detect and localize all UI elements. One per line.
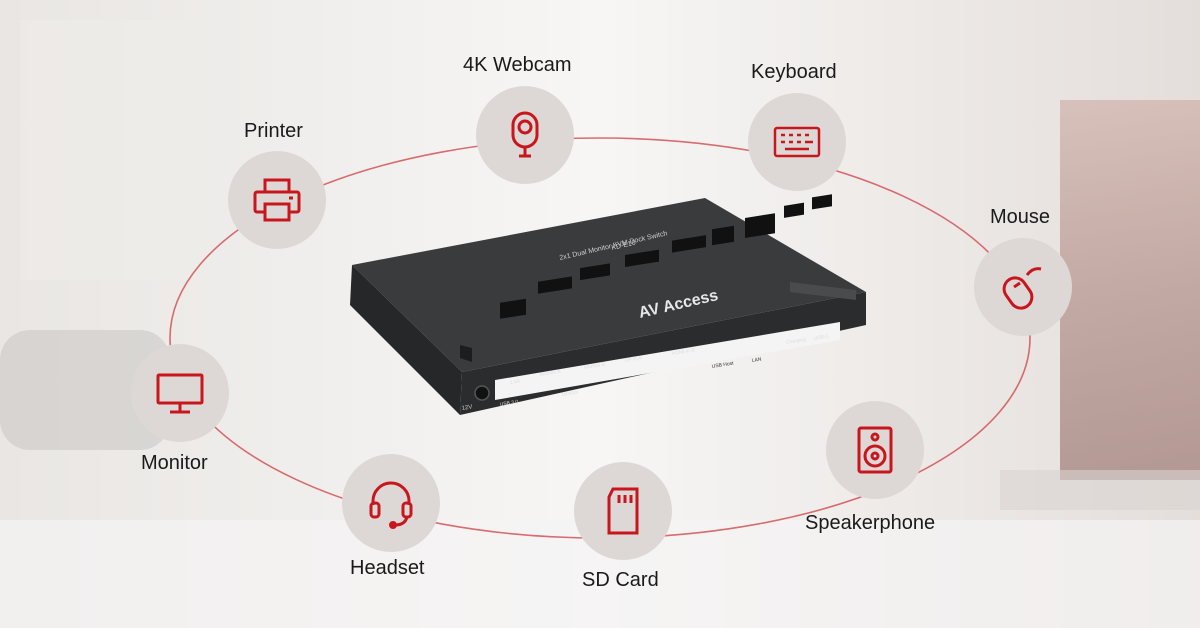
- port-label-usb-rate: 1.5A: [509, 378, 521, 386]
- port-label-dp-in: DP In A: [624, 355, 642, 364]
- headset-label: Headset: [350, 557, 425, 579]
- keyboard-label: Keyboard: [751, 61, 837, 83]
- printer-node: [228, 151, 326, 249]
- monitor-icon: [156, 373, 204, 414]
- mouse-label: Mouse: [990, 206, 1051, 228]
- speaker-icon: [857, 426, 893, 474]
- monitor-label: Monitor: [141, 452, 208, 474]
- mouse-node: [974, 238, 1072, 336]
- sd-card-node: [574, 462, 672, 560]
- port-label-charging: Charging: [785, 337, 806, 346]
- port-label-hdmi-in: HDMI In B: [671, 347, 695, 357]
- printer-icon: [253, 178, 301, 222]
- port-label-usb-c: USB-C: [813, 334, 830, 342]
- monitor-node: [131, 344, 229, 442]
- webcam-icon: [511, 111, 539, 158]
- webcam-label: 4K Webcam: [463, 54, 572, 76]
- port-label-monitor-a: Monitor A: [539, 369, 561, 378]
- speaker-node: [826, 401, 924, 499]
- headset-icon: [369, 481, 413, 529]
- keyboard-node: [748, 93, 846, 191]
- port-label-usb-host: USB Host: [711, 361, 734, 370]
- sd-card-label: SD Card: [582, 569, 659, 591]
- sd-card-icon: [607, 487, 639, 535]
- keyboard-icon: [773, 126, 821, 158]
- port-label-usb: USB 3.0: [499, 399, 519, 408]
- port-label-lan: LAN: [751, 356, 762, 364]
- headset-node: [342, 454, 440, 552]
- port-label-power: 12V: [461, 404, 472, 412]
- printer-label: Printer: [244, 120, 303, 142]
- port-label-monitor-group: Monitor: [561, 389, 579, 398]
- port-label-monitor-b: Monitor B: [583, 362, 606, 371]
- speaker-label: Speakerphone: [805, 512, 936, 534]
- webcam-node: [476, 86, 574, 184]
- mouse-icon: [1002, 267, 1042, 310]
